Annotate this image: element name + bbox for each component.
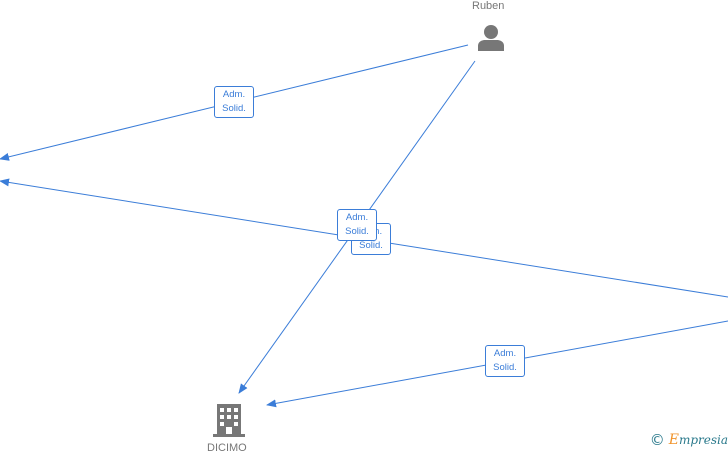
person-name-label[interactable]: Ruben bbox=[472, 0, 505, 12]
brand-logo: Empresia bbox=[669, 432, 728, 448]
edge-label-line1: Adm. bbox=[345, 212, 369, 223]
empresia-watermark: © Empresia bbox=[650, 432, 728, 448]
copyright-icon: © bbox=[649, 431, 665, 449]
person-icon[interactable] bbox=[478, 25, 504, 51]
edge-label-adm-solid[interactable]: Adm. Solid. bbox=[337, 209, 377, 241]
edge-label-line2: Solid. bbox=[359, 240, 383, 251]
edge-label-line2: Solid. bbox=[345, 226, 369, 237]
edge-label-line2: Solid. bbox=[493, 362, 517, 373]
edge-label-adm-solid[interactable]: Adm. Solid. bbox=[214, 86, 254, 118]
edge-label-line1: Adm. bbox=[222, 89, 246, 100]
company-name-label[interactable]: DICIMO bbox=[207, 442, 247, 454]
edge-label-line2: Solid. bbox=[222, 103, 246, 114]
brand-initial: E bbox=[668, 432, 679, 448]
building-icon[interactable] bbox=[213, 404, 245, 437]
edge-label-line1: Adm. bbox=[493, 348, 517, 359]
edge-label-adm-solid[interactable]: Adm. Solid. bbox=[485, 345, 525, 377]
brand-name-rest: mpresia bbox=[678, 433, 728, 447]
